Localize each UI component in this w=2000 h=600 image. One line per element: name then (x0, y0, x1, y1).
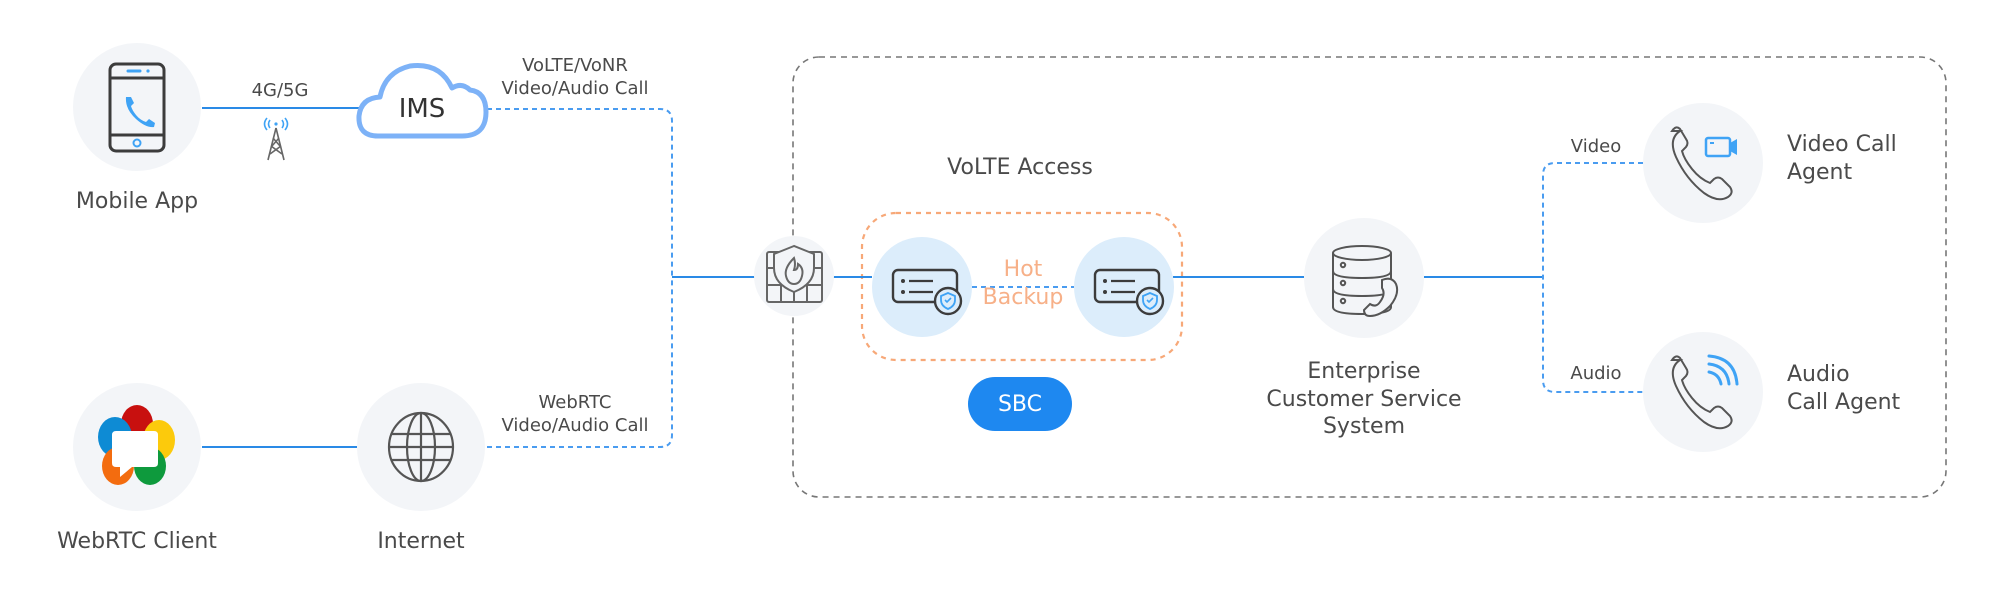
mobile-app-label: Mobile App (75, 189, 199, 214)
audio-agent-line-2: Call Agent (1787, 389, 1901, 415)
link-ims-merge (487, 108, 673, 277)
enterprise-line-2: Customer Service (1266, 386, 1462, 412)
link-internet-merge (487, 277, 673, 448)
link-4g5g-label: 4G/5G (251, 80, 309, 101)
hot-backup-group (860, 211, 1184, 362)
hot-backup-line-2: Backup (982, 284, 1064, 310)
volte-vonr-label: VoLTE/VoNR Video/Audio Call (475, 55, 675, 100)
hot-backup-label: Hot Backup (972, 256, 1074, 311)
audio-branch-label: Audio (1570, 363, 1622, 384)
audio-agent-line-1: Audio (1787, 362, 1850, 387)
ims-label: IMS (398, 94, 446, 124)
secure-server-icon (891, 268, 963, 316)
enterprise-line-1: Enterprise (1307, 359, 1421, 384)
enterprise-label: Enterprise Customer Service System (1244, 358, 1484, 441)
cell-tower-icon (263, 117, 289, 161)
phone-audio-icon (1670, 354, 1739, 430)
video-agent-node (1643, 103, 1763, 223)
phone-video-icon (1670, 126, 1737, 201)
smartphone-call-icon (108, 62, 166, 153)
sbc-badge-text: SBC (997, 391, 1043, 417)
secure-server-icon (1093, 268, 1165, 316)
hot-backup-line-1: Hot (1003, 257, 1043, 282)
firewall-icon (766, 244, 823, 303)
webrtc-call-line-1: WebRTC (538, 392, 612, 413)
video-agent-line-1: Video Call (1787, 132, 1897, 157)
audio-agent-node (1643, 332, 1763, 452)
database-phone-icon (1332, 245, 1399, 318)
video-agent-line-2: Agent (1787, 159, 1853, 185)
video-branch-label: Video (1570, 136, 1622, 157)
mobile-app-node (73, 43, 201, 171)
webrtc-call-label: WebRTC Video/Audio Call (475, 392, 675, 437)
webrtc-call-line-2: Video/Audio Call (501, 414, 649, 436)
sbc-badge: SBC (968, 377, 1072, 431)
audio-agent-label: Audio Call Agent (1787, 361, 1900, 416)
globe-icon (387, 411, 455, 483)
webrtc-client-label: WebRTC Client (57, 529, 217, 554)
webrtc-logo-icon (98, 405, 175, 485)
volte-access-title: VoLTE Access (947, 155, 1093, 180)
link-branch-video (1542, 162, 1643, 393)
video-agent-label: Video Call Agent (1787, 131, 1897, 186)
enterprise-line-3: System (1322, 414, 1406, 439)
volte-vonr-line-1: VoLTE/VoNR (522, 55, 628, 76)
volte-vonr-line-2: Video/Audio Call (501, 77, 649, 99)
internet-label: Internet (377, 529, 465, 554)
cloud-icon (356, 62, 489, 139)
